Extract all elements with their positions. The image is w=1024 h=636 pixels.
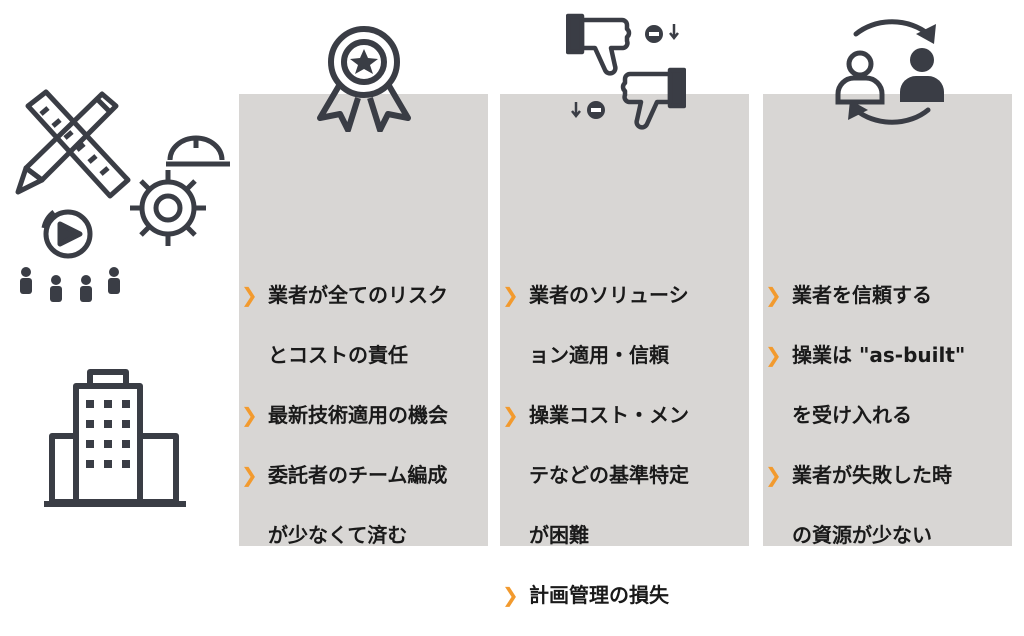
chevron-right-icon: ❯ [502, 403, 519, 427]
chevron-right-icon: ❯ [502, 283, 519, 307]
list-line: が困難 [500, 516, 749, 576]
advantages-panel: ❯ 業者が全てのリスクとコストの責任 ❯ 最新技術適用の機会 ❯ 委託者のチーム編成が少な… [239, 94, 488, 547]
chevron-right-icon: ❯ [765, 283, 782, 307]
award-ribbon-icon [317, 26, 411, 132]
chevron-right-icon: ❯ [241, 283, 258, 307]
chevron-right-icon: ❯ [502, 583, 519, 607]
owner-requirements-list: ❯ 業者を信頼する ❯ 操業は "as-built" を受け入れる ❯ 業者が失敗した時の資… [763, 276, 1012, 576]
chevron-right-icon: ❯ [241, 403, 258, 427]
list-line: ❯ 業者が全てのリスク [239, 276, 488, 336]
line-text: 操業は "as-built" [792, 343, 966, 367]
list-line: を受け入れる [763, 396, 1012, 456]
line-text: が困難 [529, 523, 589, 547]
line-text: の資源が少ない [792, 523, 932, 547]
line-text: が少なくて済む [268, 523, 408, 547]
line-text: 業者が失敗した時 [792, 463, 952, 487]
disadvantages-list: ❯ 業者のソリューション適用・信頼 ❯ 操業コスト・メンテなどの基準特定が困難 ❯ 計画管… [500, 276, 749, 636]
line-text: 計画管理の損失 [529, 583, 669, 607]
line-text: 委託者のチーム編成 [268, 463, 448, 487]
user-exchange-icon [835, 19, 944, 125]
line-text: とコストの責任 [268, 343, 408, 367]
office-building-icon [44, 369, 186, 507]
list-line: ❯ 操業コスト・メン [500, 396, 749, 456]
line-text: 最新技術適用の機会 [268, 403, 448, 427]
list-line: の資源が少ない [763, 516, 1012, 576]
line-text: テなどの基準特定 [529, 463, 689, 487]
line-text: 業者を信頼する [792, 283, 932, 307]
list-line: テなどの基準特定 [500, 456, 749, 516]
list-line: ❯ 操業は "as-built" [763, 336, 1012, 396]
list-line: ❯ 業者が失敗した時 [763, 456, 1012, 516]
list-line: ❯ 計画管理の損失 [500, 576, 749, 636]
chevron-right-icon: ❯ [765, 343, 782, 367]
list-line: ❯ 委託者のチーム編成 [239, 456, 488, 516]
list-line: ❯ 最新技術適用の機会 [239, 396, 488, 456]
list-line: が少なくて済む [239, 516, 488, 576]
chevron-right-icon: ❯ [765, 463, 782, 487]
engineering-tools-icon [15, 89, 230, 302]
line-text: を受け入れる [792, 403, 912, 427]
line-text: 業者のソリューシ [529, 283, 689, 307]
list-line: ❯ 業者を信頼する [763, 276, 1012, 336]
line-text: ョン適用・信頼 [529, 343, 669, 367]
owner-requirements-panel: ❯ 業者を信頼する ❯ 操業は "as-built" を受け入れる ❯ 業者が失敗した時の資… [763, 94, 1012, 547]
chevron-right-icon: ❯ [241, 463, 258, 487]
list-line: とコストの責任 [239, 336, 488, 396]
line-text: 操業コスト・メン [529, 403, 689, 427]
list-line: ❯ 業者のソリューシ [500, 276, 749, 336]
disadvantages-panel: ❯ 業者のソリューション適用・信頼 ❯ 操業コスト・メンテなどの基準特定が困難 ❯ 計画管… [500, 94, 749, 607]
advantages-list: ❯ 業者が全てのリスクとコストの責任 ❯ 最新技術適用の機会 ❯ 委託者のチーム編成が少な… [239, 276, 488, 576]
line-text: 業者が全てのリスク [268, 283, 448, 307]
thumbs-down-icon [566, 13, 686, 130]
list-line: ョン適用・信頼 [500, 336, 749, 396]
